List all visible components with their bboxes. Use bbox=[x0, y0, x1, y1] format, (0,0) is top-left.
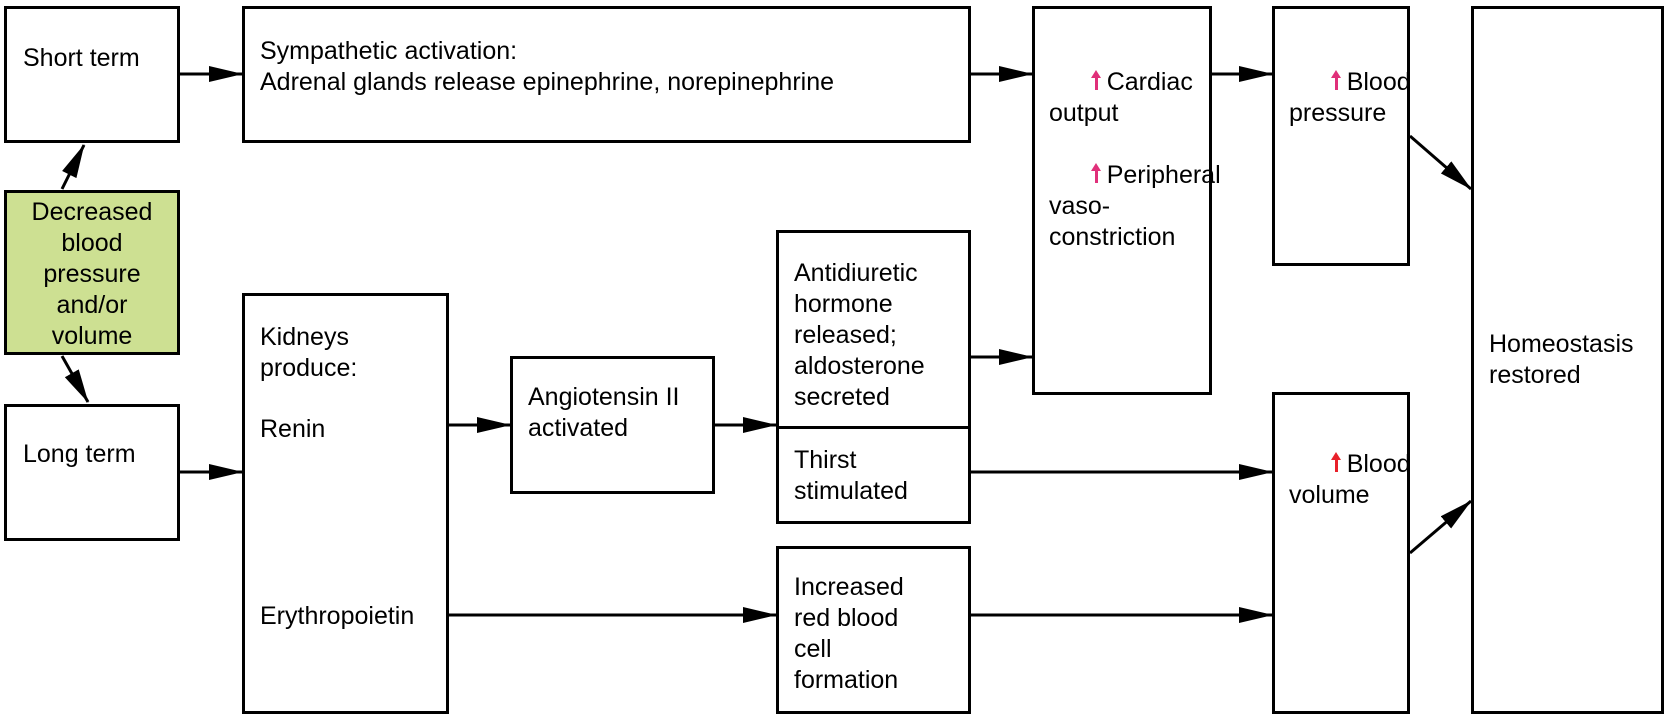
blood-pressure-label: Blood pressure bbox=[1289, 68, 1411, 127]
start-box: Decreased blood pressure and/or volume bbox=[4, 190, 180, 355]
sympathetic-label: Sympathetic activation: Adrenal glands r… bbox=[260, 37, 835, 96]
blood-pressure-text: Blood pressure bbox=[1289, 36, 1411, 160]
blood-volume-box: Blood volume bbox=[1272, 392, 1411, 714]
renin-label: Renin bbox=[260, 415, 326, 443]
rbc-box: Increased red blood cell formation bbox=[776, 546, 971, 714]
long-term-box: Long term bbox=[4, 404, 180, 541]
up-arrow-icon bbox=[1330, 452, 1343, 472]
cardiac-box: Cardiac output Peripheral vaso- constric… bbox=[1032, 6, 1221, 395]
adh-label: Antidiuretic hormone released; aldostero… bbox=[794, 259, 925, 411]
short-term-label: Short term bbox=[23, 44, 140, 72]
arrow-start-to-long-term bbox=[60, 355, 90, 403]
thirst-label: Thirst stimulated bbox=[794, 446, 908, 505]
start-label: Decreased blood pressure and/or volume bbox=[31, 198, 153, 350]
arrow-start-to-short-term bbox=[60, 144, 86, 190]
adh-thirst-divider bbox=[779, 426, 968, 429]
arrow-blood-volume-to-homeostasis bbox=[1409, 499, 1472, 555]
angiotensin-label: Angiotensin II activated bbox=[528, 383, 680, 442]
long-term-label: Long term bbox=[23, 440, 136, 468]
vasoconstriction-label: Peripheral vaso- constriction bbox=[1049, 161, 1221, 251]
blood-volume-label: Blood volume bbox=[1289, 450, 1411, 509]
adh-box: Antidiuretic hormone released; aldostero… bbox=[776, 230, 971, 524]
homeostasis-box: Homeostasis restored bbox=[1471, 6, 1664, 714]
blood-pressure-box: Blood pressure bbox=[1272, 6, 1411, 266]
short-term-box: Short term bbox=[4, 6, 180, 143]
homeostasis-label: Homeostasis restored bbox=[1489, 330, 1634, 389]
vasoconstriction-text: Peripheral vaso- constriction bbox=[1049, 129, 1221, 284]
up-arrow-icon bbox=[1090, 70, 1103, 90]
kidneys-box: Kidneys produce: Renin Erythropoietin bbox=[242, 293, 449, 714]
angiotensin-box: Angiotensin II activated bbox=[510, 356, 715, 494]
cardiac-output-text: Cardiac output bbox=[1049, 36, 1193, 160]
blood-volume-text: Blood volume bbox=[1289, 418, 1411, 542]
erythropoietin-label: Erythropoietin bbox=[260, 602, 415, 630]
up-arrow-icon bbox=[1090, 163, 1103, 183]
cardiac-output-label: Cardiac output bbox=[1049, 68, 1193, 127]
arrow-blood-pressure-to-homeostasis bbox=[1409, 134, 1472, 191]
kidneys-heading: Kidneys produce: bbox=[260, 323, 358, 382]
sympathetic-box: Sympathetic activation: Adrenal glands r… bbox=[242, 6, 971, 143]
up-arrow-icon bbox=[1330, 70, 1343, 90]
rbc-label: Increased red blood cell formation bbox=[794, 573, 904, 694]
